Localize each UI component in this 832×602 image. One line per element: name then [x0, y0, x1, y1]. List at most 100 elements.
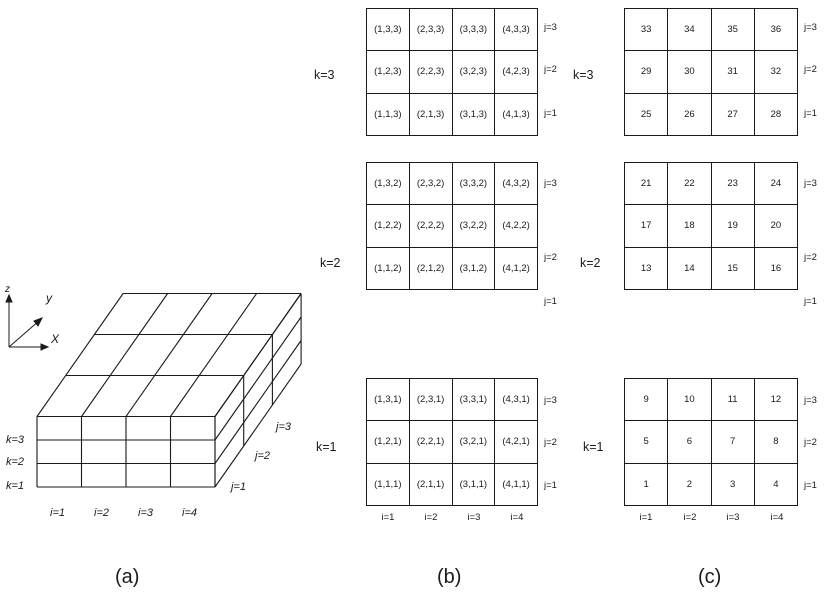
panel-a-k-label: k=3 — [6, 434, 25, 446]
panel-c-j-label: j=3 — [804, 22, 817, 33]
grid-edge — [214, 293, 302, 417]
grid-cell: (2,2,1) — [408, 420, 453, 464]
grid-edge — [214, 340, 302, 464]
panel-b-j-label: j=2 — [544, 437, 557, 448]
grid-cell: 31 — [710, 50, 755, 94]
grid-cell: (3,2,3) — [451, 50, 496, 94]
grid-cell: (1,3,1) — [366, 377, 410, 422]
grid-cell: (3,2,1) — [451, 420, 496, 464]
grid-edge — [214, 363, 302, 488]
grid-cell: (4,1,3) — [494, 92, 538, 137]
panel-a-k-label: k=1 — [6, 480, 24, 492]
grid-cell: 9 — [623, 377, 669, 422]
panel-c-layer-label: k=3 — [573, 68, 594, 82]
grid-cell: (4,3,3) — [494, 7, 538, 52]
grid-cell: (3,3,3) — [451, 7, 496, 52]
panel-b-j-label: j=3 — [544, 395, 557, 406]
grid-cell: (2,2,3) — [408, 50, 453, 94]
panel-a-k-label: k=2 — [6, 456, 24, 468]
panel-c-i-label: i=4 — [770, 512, 784, 523]
grid-cell: 29 — [623, 50, 669, 94]
grid-cell: 19 — [710, 204, 755, 248]
grid-cell: (1,1,3) — [366, 92, 410, 137]
grid-cell: 2 — [667, 462, 712, 507]
grid-cell: (4,2,2) — [494, 204, 538, 248]
grid-cell: (2,3,2) — [408, 161, 453, 206]
panel-b-layer-label: k=2 — [320, 256, 341, 270]
panel-c-j-label: j=3 — [804, 178, 817, 189]
grid-cell: (3,1,1) — [451, 462, 496, 507]
panel-b-layer-k2-grid: (1,3,2)(2,3,2)(3,3,2)(4,3,2) (1,2,2)(2,2… — [366, 161, 538, 291]
z-axis-label: z — [4, 284, 10, 295]
panel-b-j-label: j=1 — [544, 108, 557, 119]
grid-cell: 23 — [710, 161, 755, 206]
grid-cell: 34 — [667, 7, 712, 52]
grid-cell: 20 — [753, 204, 799, 248]
panel-b-j-label: j=1 — [544, 296, 557, 307]
grid-cell: 5 — [623, 420, 669, 464]
grid-cell: (2,1,3) — [408, 92, 453, 137]
panel-a-i-label: i=4 — [182, 507, 197, 519]
grid-cell: 18 — [667, 204, 712, 248]
grid-cell: (4,2,3) — [494, 50, 538, 94]
panel-b-caption: (b) — [437, 566, 462, 588]
grid-cell: (4,3,2) — [494, 161, 538, 206]
grid-cell: 12 — [753, 377, 799, 422]
grid-cell: 13 — [623, 246, 669, 291]
panel-a-i-label: i=1 — [50, 507, 65, 519]
grid-cell: 11 — [710, 377, 755, 422]
panel-c-j-label: j=2 — [804, 437, 817, 448]
grid-cell: (1,1,2) — [366, 246, 410, 291]
grid-cell: 33 — [623, 7, 669, 52]
grid-cell: 25 — [623, 92, 669, 137]
grid-cell: (2,2,2) — [408, 204, 453, 248]
grid-cell: (1,1,1) — [366, 462, 410, 507]
grid-cell: (3,1,3) — [451, 92, 496, 137]
panel-c-j-label: j=1 — [804, 480, 817, 491]
grid-edge — [214, 316, 302, 441]
panel-a-i-label: i=3 — [138, 507, 154, 519]
panel-a-i-label: i=2 — [94, 507, 109, 519]
panel-c-caption: (c) — [698, 566, 722, 588]
panel-b-j-label: j=3 — [544, 22, 557, 33]
y-axis-label: y — [45, 291, 53, 305]
grid-cell: 36 — [753, 7, 799, 52]
grid-cell: 28 — [753, 92, 799, 137]
grid-cell: 21 — [623, 161, 669, 206]
panel-b-layer-label: k=1 — [316, 440, 337, 454]
panel-a-j-label: j=2 — [253, 450, 270, 462]
grid-cell: 3 — [710, 462, 755, 507]
grid-edge — [36, 293, 124, 417]
panel-a-caption: (a) — [115, 566, 140, 588]
panel-c-j-label: j=3 — [804, 395, 817, 406]
grid-cell: (2,3,3) — [408, 7, 453, 52]
panel-b-i-label: i=4 — [510, 512, 524, 523]
panel-a-j-label: j=1 — [229, 481, 246, 493]
grid-cell: (2,1,1) — [408, 462, 453, 507]
grid-cell: 30 — [667, 50, 712, 94]
grid-cell: 24 — [753, 161, 799, 206]
x-axis-label: X — [50, 332, 60, 346]
grid-edge — [81, 293, 169, 417]
grid-cell: (4,1,2) — [494, 246, 538, 291]
panel-b-j-label: j=1 — [544, 480, 557, 491]
grid-cell: 1 — [623, 462, 669, 507]
grid-cell: (4,1,1) — [494, 462, 538, 507]
axes-icon — [5, 293, 50, 351]
panel-c-j-label: j=1 — [804, 296, 817, 307]
panel-b-i-label: i=3 — [467, 512, 481, 523]
isometric-grid-diagram: z y X k=3 k=2 k=1 j=3 j=2 j=1 i=1 i=2 i=… — [4, 284, 302, 519]
grid-cell: 6 — [667, 420, 712, 464]
panel-c-i-label: i=2 — [683, 512, 697, 523]
grid-edge — [125, 293, 213, 417]
panel-b-j-label: j=2 — [544, 64, 557, 75]
panel-c-j-label: j=2 — [804, 64, 817, 75]
grid-cell: (4,2,1) — [494, 420, 538, 464]
grid-cell: 22 — [667, 161, 712, 206]
grid-cell: 35 — [710, 7, 755, 52]
grid-edge — [170, 293, 258, 417]
grid-cell: 8 — [753, 420, 799, 464]
panel-c-j-label: j=1 — [804, 108, 817, 119]
